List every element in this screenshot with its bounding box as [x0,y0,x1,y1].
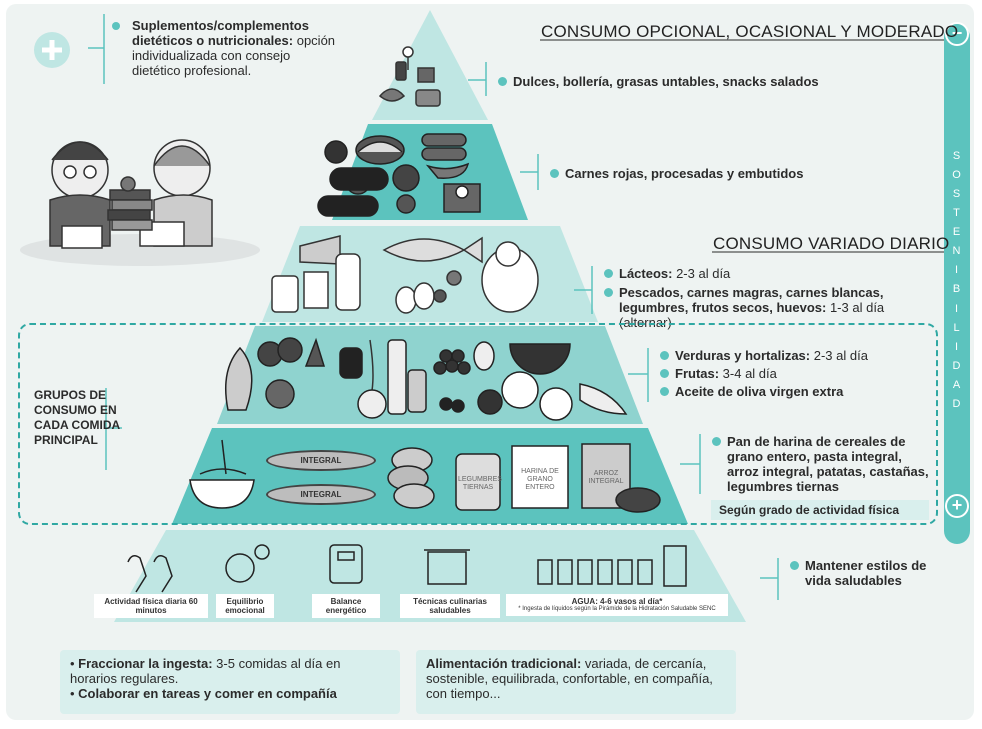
bullet-dot [604,288,613,297]
label-protein-sources: Pescados, carnes magras, carnes blancas,… [619,285,884,315]
main-meal-groups-box [18,323,938,525]
produce-icons [225,337,628,421]
bullet-dot [660,351,669,360]
bullet-dot [790,561,799,570]
bullet-dot [112,22,120,30]
sustainability-minus-icon: − [945,22,969,46]
water-text: AGUA: 4-6 vasos al día* [571,597,663,606]
energy-balance-label: Balance energético [312,594,380,618]
activity-label: Actividad física diaria 60 minutos [94,594,208,618]
sustainability-letter: A [952,378,962,391]
label-produce: Verduras y hortalizas: 2-3 al día Frutas… [660,348,920,399]
label-olive-oil: Aceite de oliva virgen extra [675,384,844,399]
bullet-dot [550,169,559,178]
supplements-text: opción individualizada con consejo dieté… [132,33,336,78]
label-sweets-text: Dulces, bollería, grasas untables, snack… [513,74,819,89]
bullet-dot [712,437,721,446]
sustainability-letter: D [952,359,962,372]
sustainability-letter: S [952,150,962,162]
label-fruits-amount: 3-4 al día [719,366,777,381]
sustainability-letter: I [954,340,960,353]
emotional-balance-label: Equilibrio emocional [216,594,274,618]
activity-level-tag: Según grado de actividad física [711,500,929,520]
tips-box-left: • Fraccionar la ingesta: 3-5 comidas al … [60,650,400,714]
cooking-techniques-label: Técnicas culinarias saludables [400,594,500,618]
label-vegetables-amount: 2-3 al día [810,348,868,363]
sustainability-letter: I [954,302,960,315]
sweets-icons [378,46,441,107]
label-sweets: Dulces, bollería, grasas untables, snack… [498,74,819,89]
connector-lines [88,14,779,600]
grain-icons [189,439,661,513]
pill-integral-bread: INTEGRAL [266,450,376,471]
label-dairy-amount: 2-3 al día [672,266,731,281]
tip-split-intake-text: 3-5 comidas al día en horarios regulares… [70,656,341,686]
sustainability-letter: B [952,283,962,296]
base-icons [127,544,687,593]
sustainability-letter: O [952,169,962,182]
label-dairy: Lácteos: [619,266,673,281]
sustainability-letter: D [952,397,962,410]
protein-icons [271,235,539,314]
label-protein: Lácteos: 2-3 al día Pescados, carnes mag… [604,266,934,330]
meat-icons [317,133,481,217]
label-vegetables: Verduras y hortalizas: [675,348,811,363]
heading-optional-consumption: CONSUMO OPCIONAL, OCASIONAL Y MODERADO [541,22,959,41]
label-fruits: Frutas: [675,366,720,381]
jar-label-legumes: LEGUMBRES TIERNAS [458,476,502,491]
label-protein-amount: 1-3 al día (alternar) [619,300,885,330]
jar-label-rice: ARROZ INTEGRAL [588,470,624,485]
label-meats-text: Carnes rojas, procesadas y embutidos [565,166,804,181]
children-reading-illustration [20,139,260,266]
label-grains: Pan de harina de cereales de grano enter… [712,434,932,494]
sustainability-plus-icon: + [945,494,969,518]
sustainability-bar [944,24,970,544]
bullet-dot [660,369,669,378]
sustainability-letter: E [952,226,962,239]
label-meats: Carnes rojas, procesadas y embutidos [550,166,803,181]
sustainability-letter: S [952,188,962,201]
sustainability-letter: N [952,245,962,258]
bullet-dot [498,77,507,86]
sustainability-letter: T [953,207,961,220]
bullet-dot [660,387,669,396]
bullet-dot [604,269,613,278]
tip-collaborate: Colaborar en tareas y comer en compañía [78,686,337,701]
supplements-note: Suplementos/complementos dietéticos o nu… [112,18,338,78]
jar-label-flour: HARINA DE GRANO ENTERO [521,468,559,491]
water-note: * Ingesta de líquidos según la Pirámide … [518,606,716,612]
traditional-diet-text: variada, de cercanía, sostenible, equili… [426,656,713,701]
sustainability-letter: L [953,321,961,334]
groups-label: GRUPOS DE CONSUMO EN CADA COMIDA PRINCIP… [34,388,120,447]
label-base-text: Mantener estilos de vida saludables [805,558,927,588]
tips-box-right: Alimentación tradicional: variada, de ce… [416,650,736,714]
pill-integral-pasta: INTEGRAL [266,484,376,505]
supplements-title: Suplementos/complementos dietéticos o nu… [132,18,309,48]
label-grains-text: Pan de harina de cereales de grano enter… [727,434,929,494]
supplement-plus-icon [34,32,70,68]
sustainability-letter: I [954,264,960,277]
tip-split-intake: Fraccionar la ingesta: [78,656,213,671]
traditional-diet-title: Alimentación tradicional: [426,656,582,671]
water-label: AGUA: 4-6 vasos al día* * Ingesta de líq… [506,594,728,616]
label-base: Mantener estilos de vida saludables [790,558,940,588]
heading-daily-consumption: CONSUMO VARIADO DIARIO [713,234,950,253]
